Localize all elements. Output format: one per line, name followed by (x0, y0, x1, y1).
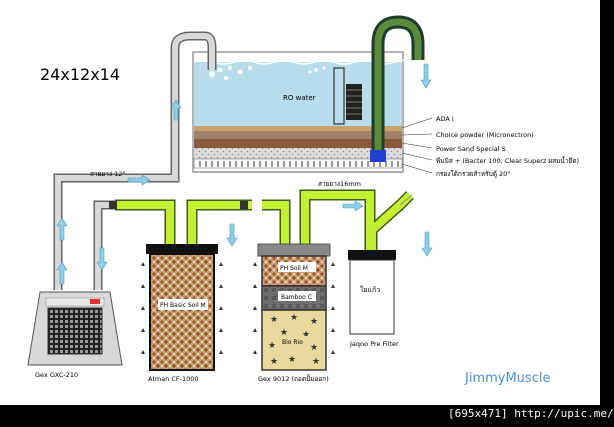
svg-text:★: ★ (270, 357, 278, 367)
svg-text:★: ★ (288, 355, 296, 365)
svg-text:★: ★ (310, 343, 318, 353)
layer-label-ug-filter: กรองใต้กรวดสำหรับตู้ 20" (436, 170, 510, 178)
arrow-right (342, 200, 364, 212)
layer-label-power-sand: Power Sand Special S (436, 145, 506, 153)
canister1-media-label: PH Basic Soil M (160, 302, 206, 309)
canister-atman (146, 244, 218, 371)
layer-label-choice: Choice powder (Micronectron) (436, 131, 534, 139)
arrow-up (56, 261, 68, 285)
svg-text:★: ★ (268, 341, 276, 351)
chiller-label: Gex GXC-210 (35, 371, 78, 379)
tank-size-label: 24x12x14 (40, 65, 120, 84)
svg-text:★: ★ (310, 317, 318, 327)
arrow-down (420, 63, 432, 89)
canister1-label: Atman CF-1000 (148, 375, 199, 383)
outlet-pipe (370, 15, 425, 162)
canister2-label: Gex 9012 (ถอดปั้มออก) (258, 374, 329, 383)
aquarium-diagram: RO water 24x12x14 สายยาง 12" สายยาง16mm (0, 0, 600, 405)
arrow-down (96, 247, 108, 271)
layer-ada (194, 126, 402, 131)
svg-text:★: ★ (270, 315, 278, 325)
chiller-gxc-210 (27, 291, 123, 366)
svg-text:★: ★ (312, 357, 320, 367)
layer-ug-filter (193, 158, 403, 169)
layer-label-ada: ADA I (436, 115, 454, 123)
canister2-media-top: PH Soil M (280, 265, 308, 272)
layer-callout-lines (401, 117, 433, 174)
arrow-down (421, 231, 433, 257)
aquarium-tank (192, 51, 409, 173)
flow-arrows (56, 63, 433, 285)
canister-gex: ★★ ★★ ★★ ★★ ★★ (257, 243, 331, 371)
prefilter-media-label: ใยแก้ว (360, 285, 380, 294)
water-body (194, 62, 402, 126)
layer-choice-powder (194, 131, 402, 139)
arrow-right (127, 174, 151, 186)
arrow-up (170, 99, 182, 121)
footer-caption: [695x471] http://upic.me/ (448, 407, 614, 420)
pre-filter (348, 250, 396, 335)
tank-water-label: RO water (283, 94, 316, 102)
svg-text:★: ★ (290, 313, 298, 323)
arrow-down (226, 223, 238, 247)
svg-text:★: ★ (280, 328, 288, 338)
layer-power-sand (194, 139, 402, 148)
canister2-media-middle: Bamboo C (281, 294, 312, 301)
signature: JimmyMuscle (464, 371, 550, 386)
hose-left-label: สายยาง 12" (90, 170, 125, 178)
lime-hoses (115, 191, 413, 250)
hose-connectors (109, 201, 248, 209)
canister-side-marks (141, 262, 335, 354)
arrow-up (56, 217, 68, 241)
svg-text:★: ★ (302, 330, 310, 340)
layer-pumice (194, 148, 402, 159)
hose-right-label: สายยาง16mm (318, 180, 361, 188)
layer-label-pumice: พีมมิส + (Bacter 100, Clear Superz ผสมน้… (436, 156, 579, 165)
prefilter-label: Jaqno Pre Filter (349, 340, 399, 348)
canister2-media-bottom: Bio Rio (282, 339, 303, 346)
outlet-diffuser (370, 150, 386, 162)
